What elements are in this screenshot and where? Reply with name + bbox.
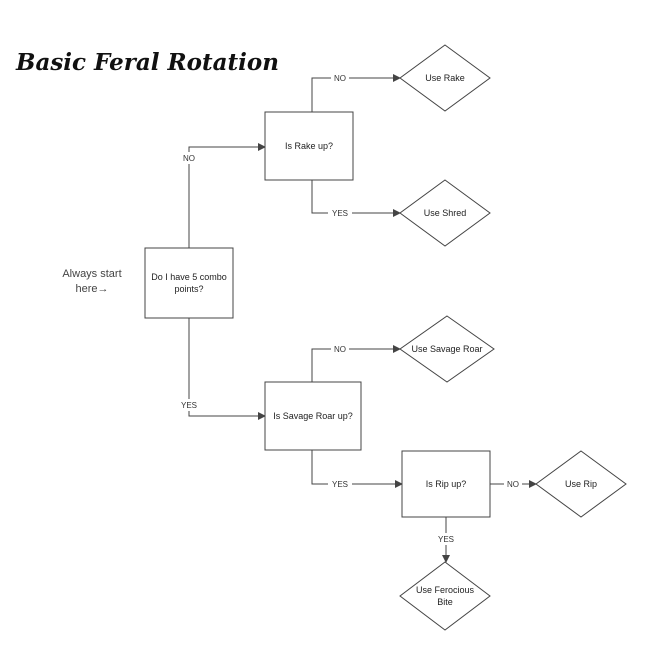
- edge-label-yes: YES: [332, 209, 348, 218]
- node-use-rip-label: Use Rip: [565, 479, 597, 489]
- edge-label-yes: YES: [332, 480, 348, 489]
- node-use-bite-label: Bite: [437, 597, 453, 607]
- nodes-layer: Do I have 5 combo points? Is Rake up? Is Sa…: [144, 44, 627, 631]
- edge-label-yes: YES: [181, 401, 197, 410]
- node-use-shred-label: Use Shred: [424, 208, 467, 218]
- node-rip-up-box: [401, 450, 491, 518]
- node-roar-up-label: Is Savage Roar up?: [273, 411, 353, 421]
- edge-label-bg: [331, 343, 349, 355]
- connector-rake_up-to-use_rake: [311, 74, 401, 112]
- edge-label-no: NO: [334, 345, 346, 354]
- edges-layer: NO YES NO YES NO YES NO YES: [177, 72, 537, 563]
- node-use-bite-diamond: [399, 561, 491, 631]
- node-use-shred-diamond: [399, 179, 491, 247]
- edge-label-yes: YES: [438, 535, 454, 544]
- node-combo-box: [144, 247, 234, 319]
- node-use-rake-diamond: [399, 44, 491, 112]
- node-rake-up-box: [264, 111, 354, 181]
- node-use-rake-label: Use Rake: [425, 73, 465, 83]
- node-roar-up-box: [264, 381, 362, 451]
- connector-combo-to-rake_up: [188, 143, 266, 248]
- start-note-line-1: Always start: [62, 268, 121, 280]
- node-use-roar-label: Use Savage Roar: [411, 344, 482, 354]
- node-combo-label: Do I have 5 combo: [151, 272, 227, 282]
- node-rip-up-label: Is Rip up?: [426, 479, 467, 489]
- node-use-rip-diamond: [535, 450, 627, 518]
- diagram-title: Basic Feral Rotation: [15, 49, 279, 76]
- start-note-line-2: here→: [75, 283, 108, 295]
- edge-label-bg: [331, 72, 349, 84]
- node-rake-up-label: Is Rake up?: [285, 141, 333, 151]
- connector-roar_up-to-rip_up: [311, 450, 403, 488]
- edge-label-bg: [177, 399, 201, 411]
- node-combo-label: points?: [174, 284, 203, 294]
- edge-label-bg: [504, 478, 522, 490]
- connector-combo-to-roar_up: [188, 318, 266, 420]
- edge-label-no: NO: [334, 74, 346, 83]
- edge-label-bg: [180, 152, 198, 164]
- node-use-roar-diamond: [399, 315, 495, 383]
- edge-label-no: NO: [507, 480, 519, 489]
- edge-label-no: NO: [183, 154, 195, 163]
- edge-label-bg: [328, 478, 352, 490]
- connector-roar_up-to-use_roar: [311, 345, 401, 382]
- edge-label-bg: [434, 533, 458, 545]
- node-use-bite-label: Use Ferocious: [416, 585, 475, 595]
- edge-label-bg: [328, 207, 352, 219]
- connector-rake_up-to-use_shred: [311, 180, 401, 217]
